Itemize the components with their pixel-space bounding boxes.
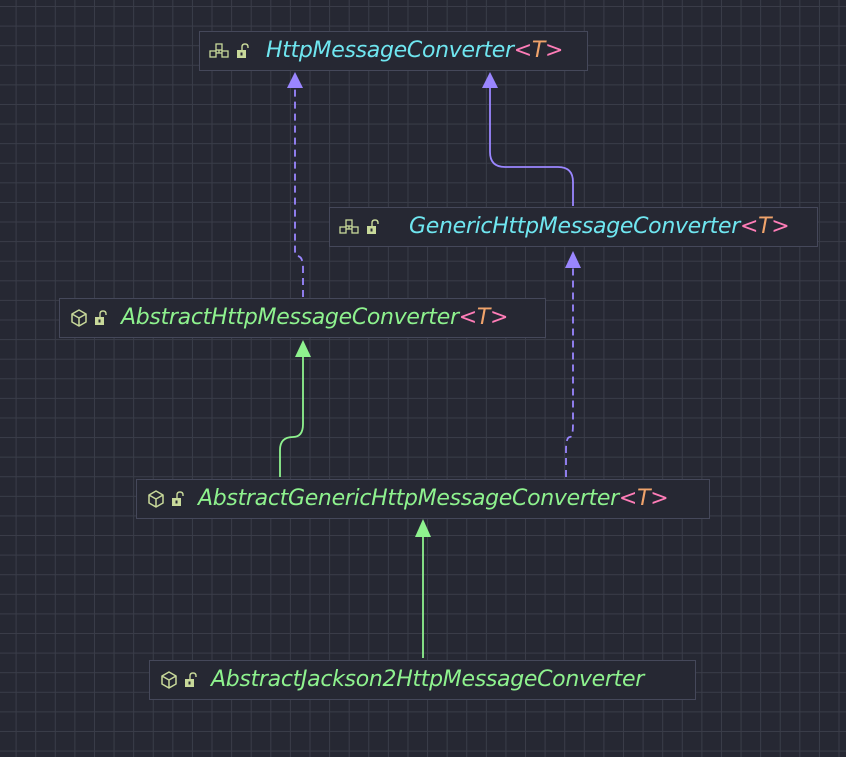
arrowhead-http-message-converter-right [482,72,498,88]
node-label: AbstractHttpMessageConverter<T> [121,307,508,329]
class-name: GenericHttpMessageConverter [409,214,740,239]
interface-icon [209,43,229,58]
type-parameter: T [637,486,651,511]
node-label: AbstractJackson2HttpMessageConverter [211,669,644,691]
node-label: AbstractGenericHttpMessageConverter<T> [198,486,669,511]
public-lock-icon [95,310,107,325]
node-http-message-converter[interactable]: HttpMessageConverter<T> [199,31,588,71]
node-icons [146,489,185,509]
public-lock-icon [172,491,184,506]
arrowhead-abstract-generic-http-message-converter [415,519,431,537]
node-label: GenericHttpMessageConverter<T> [409,214,790,239]
public-lock-icon [367,219,379,234]
arrowhead-http-message-converter-left [287,72,303,88]
generic-close: > [489,305,509,330]
class-name: AbstractGenericHttpMessageConverter [198,486,619,511]
arrowhead-generic-http-message-converter [565,251,581,268]
generic-open: < [618,486,638,511]
generic-close: > [771,214,790,239]
node-icons [69,308,108,328]
node-abstract-generic-http-message-converter[interactable]: AbstractGenericHttpMessageConverter<T> [136,479,710,519]
class-name: AbstractHttpMessageConverter [121,305,459,330]
edge-implements-abstract-generic-to-generic [565,266,574,477]
generic-open: < [513,38,532,63]
node-icons [209,43,250,59]
node-generic-http-message-converter[interactable]: GenericHttpMessageConverter<T> [329,207,818,247]
type-parameter: T [531,38,546,63]
edge-extends-generic-to-http-message-converter [489,86,574,206]
class-name: HttpMessageConverter [266,38,514,63]
public-lock-icon [185,672,197,687]
abstract-class-icon [148,490,164,508]
abstract-class-icon [71,309,87,327]
node-abstract-jackson2-http-message-converter[interactable]: AbstractJackson2HttpMessageConverter [149,660,696,700]
generic-open: < [458,305,477,330]
node-label: HttpMessageConverter<T> [266,40,563,62]
interface-icon [339,219,359,234]
class-name: AbstractJackson2HttpMessageConverter [211,667,644,692]
public-lock-icon [237,43,249,58]
abstract-class-icon [161,671,177,689]
edge-implements-abstract-to-http-message-converter [294,86,304,297]
type-parameter: T [476,305,490,330]
arrowhead-abstract-http-message-converter [295,340,311,357]
node-abstract-http-message-converter[interactable]: AbstractHttpMessageConverter<T> [59,298,546,338]
generic-open: < [739,214,759,239]
node-icons [159,670,198,690]
node-icons [339,219,380,235]
edge-extends-abstract-generic-to-abstract [279,355,304,477]
generic-close: > [650,486,669,511]
generic-close: > [545,38,564,63]
type-parameter: T [758,214,772,239]
